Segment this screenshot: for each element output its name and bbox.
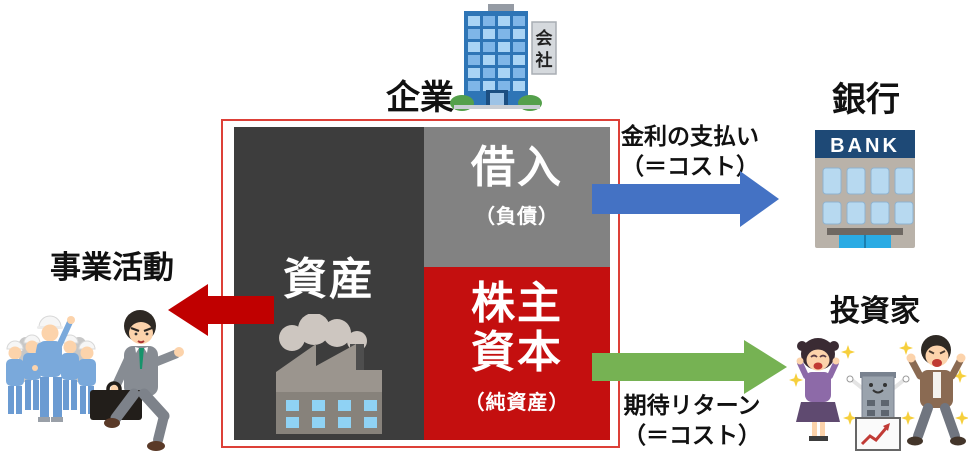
- interest-payment-arrow: [592, 171, 779, 227]
- expected-return-caption: 期待リターン （＝コスト）: [592, 390, 792, 450]
- factory-illustration: [276, 313, 382, 435]
- equity-label-line2: 資本: [471, 328, 563, 378]
- worker-small-3: [61, 334, 79, 410]
- interest-caption-line2: （＝コスト）: [621, 153, 759, 179]
- bank-label: 銀行: [832, 81, 900, 119]
- expected-return-caption-line2: （＝コスト）: [623, 422, 761, 448]
- company-windows: [468, 16, 525, 91]
- businessman-icon: [90, 310, 184, 451]
- business-activity-label: 事業活動: [50, 250, 174, 285]
- stock-chart: [855, 417, 901, 451]
- company-label: 企業: [386, 79, 454, 117]
- equity-sublabel: （純資産）: [464, 391, 570, 414]
- workers-icon: [6, 315, 96, 422]
- equity-label-line1: 株主: [471, 279, 563, 328]
- factory-windows: [286, 400, 377, 429]
- svg-text:会: 会: [536, 28, 553, 48]
- investor-man: [906, 335, 966, 446]
- assets-label: 資産: [283, 255, 375, 304]
- investor-woman: [796, 338, 840, 441]
- interest-caption-line1: 金利の支払い: [621, 123, 759, 149]
- worker-small-1: [6, 340, 24, 414]
- assets-block: 資産: [234, 127, 424, 440]
- investors-icon: [789, 335, 968, 451]
- expected-return-arrow: [592, 340, 787, 394]
- svg-text:社: 社: [535, 50, 553, 70]
- bank-building-icon: BANK: [815, 130, 915, 248]
- businessman-suit: [124, 346, 158, 396]
- equity-block: 株主 資本 （純資産）: [424, 267, 610, 440]
- interest-caption: 金利の支払い （＝コスト）: [592, 121, 788, 181]
- sparkle-icons: [789, 341, 968, 425]
- liabilities-block: 借入 （負債）: [424, 127, 610, 267]
- bank-sign: [815, 130, 915, 158]
- expected-return-caption-line1: 期待リターン: [623, 392, 761, 418]
- assets-to-business-arrow: [168, 284, 274, 336]
- bank-windows: [822, 167, 914, 225]
- liabilities-label: 借入: [471, 143, 563, 192]
- factory-icon: [264, 313, 394, 441]
- stock-chart-character: [846, 372, 910, 451]
- company-building-icon: 会 社: [450, 4, 557, 111]
- investors-label: 投資家: [830, 295, 920, 328]
- worker-leader: [32, 315, 75, 422]
- bank-sign-text: BANK: [830, 135, 900, 157]
- liabilities-sublabel: （負債）: [475, 206, 559, 229]
- balance-sheet-box: 資産 借入 （負債）: [221, 119, 620, 448]
- company-sign: 会 社: [531, 21, 557, 75]
- businessman-tie: [139, 348, 144, 369]
- bank-door: [839, 235, 891, 248]
